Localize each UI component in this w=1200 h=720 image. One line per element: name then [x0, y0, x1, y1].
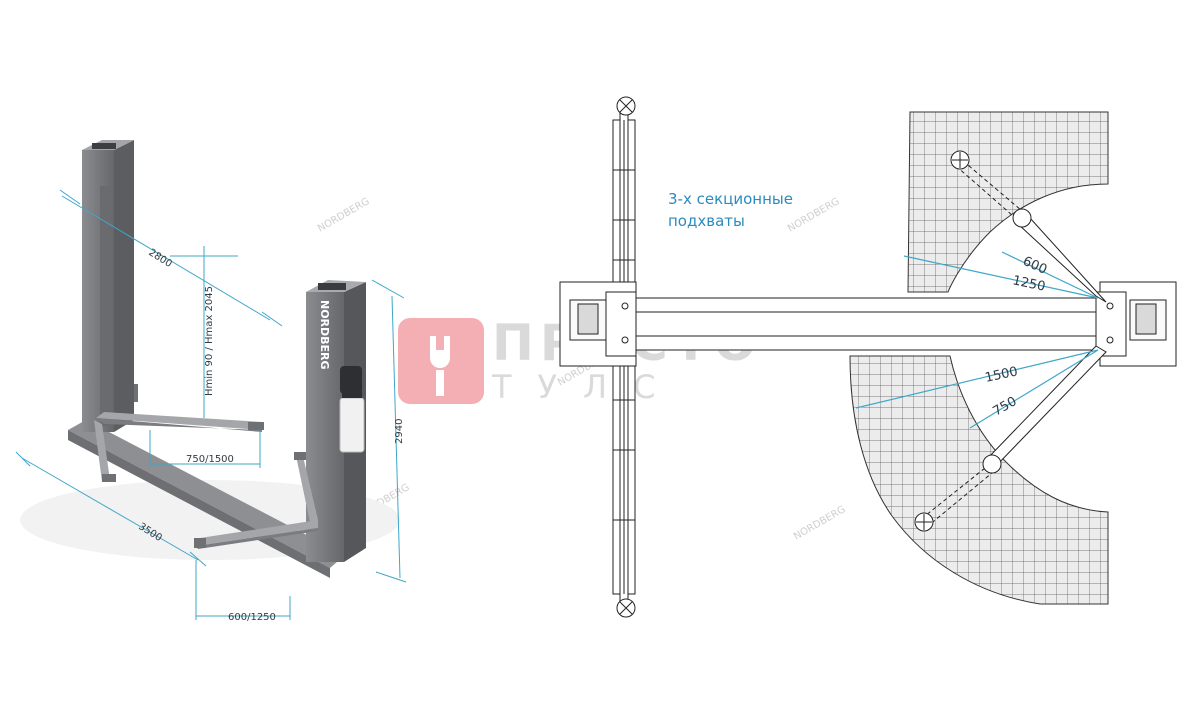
- front-arms: [194, 452, 318, 549]
- dimension-lines-3d: [15, 189, 407, 620]
- note-line2: подхваты: [668, 212, 745, 230]
- lift-top-view: 600 1250 1500 750 3-х секционные подхват…: [559, 96, 1177, 618]
- rear-post: [82, 140, 134, 432]
- wrench-logo-icon: [398, 318, 484, 404]
- hydraulic-motor: [340, 366, 362, 394]
- dim-long-front-label: 1250: [1011, 273, 1046, 295]
- note-line1: 3-х секционные: [668, 190, 793, 208]
- nordberg-watermark: NORDBERG: [316, 196, 372, 234]
- dim-arm-reach-long-label: 750/1500: [186, 454, 234, 465]
- front-post: NORDBERG: [306, 280, 366, 562]
- post-brand-label: NORDBERG: [318, 300, 331, 370]
- dim-arm-reach-short-label: 600/1250: [228, 612, 276, 623]
- dim-width-label: 2800: [146, 247, 173, 270]
- arm-swing-area-top: [907, 111, 1109, 293]
- crossbeam: [559, 281, 1177, 367]
- dim-short-rear-label: 750: [991, 394, 1020, 419]
- dim-overall-height-label: 2940: [394, 419, 405, 444]
- nordberg-watermark: NORDBERG: [786, 196, 842, 234]
- lift-3d-view: NORDBERG: [15, 140, 407, 623]
- dimension-labels-top: 600 1250 1500 750: [984, 254, 1049, 420]
- dim-long-rear-label: 1500: [984, 364, 1019, 386]
- rear-arms: [94, 384, 264, 482]
- dim-height-label: Hmin 90 / Hmax 2045: [204, 286, 215, 396]
- arm-swing-area-bottom: [849, 355, 1109, 605]
- swing-arms: [914, 150, 1107, 532]
- dimension-lines-top: [855, 251, 1099, 429]
- dim-short-front-label: 600: [1020, 254, 1049, 278]
- oil-tank: [339, 397, 365, 453]
- nordberg-watermark: NORDBERG: [792, 504, 848, 542]
